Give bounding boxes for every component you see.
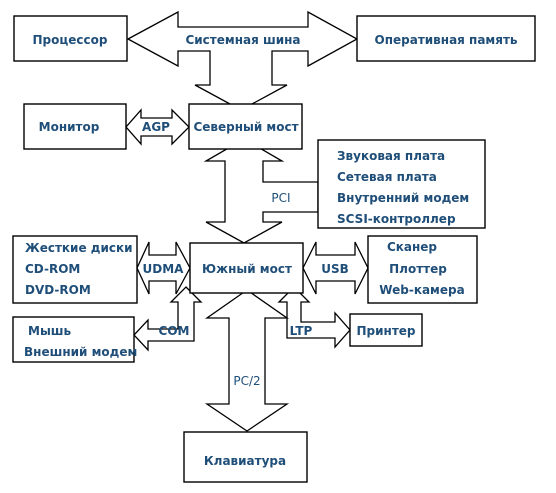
- usb-device-plotter: Плоттер: [389, 262, 447, 276]
- northbridge-label: Северный мост: [193, 120, 298, 134]
- usb-device-scanner: Сканер: [387, 240, 437, 254]
- printer-label: Принтер: [356, 324, 415, 338]
- com-arrow: [133, 286, 203, 352]
- northbridge-box: [188, 103, 303, 150]
- pci-device-network-card: Сетевая плата: [337, 170, 437, 184]
- monitor-box: [23, 103, 127, 150]
- pci-arrow: [203, 138, 319, 244]
- ram-box: [356, 15, 536, 62]
- com-devices-box: [12, 316, 135, 363]
- ps2-arrow: [204, 289, 290, 432]
- udma-label: UDMA: [143, 262, 185, 276]
- storage-box: [12, 235, 138, 304]
- southbridge-label: Южный мост: [202, 262, 292, 276]
- pci-device-scsi-controller: SCSI-контроллер: [337, 212, 456, 226]
- usb-device-webcam: Web-камера: [379, 283, 464, 297]
- system-bus-label: Системная шина: [185, 33, 300, 47]
- agp-label: AGP: [142, 120, 170, 134]
- pci-devices-box: [317, 139, 486, 229]
- cpu-label: Процессор: [33, 33, 108, 47]
- keyboard-label: Клавиатура: [204, 454, 286, 468]
- ltp-label: LTP: [290, 324, 313, 338]
- com-device-external-modem: Внешний модем: [24, 345, 137, 359]
- ltp-arrow: [277, 286, 351, 349]
- storage-hdd: Жесткие диски: [25, 241, 133, 255]
- com-label: COM: [159, 324, 190, 338]
- pci-device-sound-card: Звуковая плата: [337, 149, 445, 163]
- printer-box: [349, 313, 423, 347]
- com-device-mouse: Мышь: [28, 324, 72, 338]
- cpu-box: [13, 15, 128, 62]
- ram-label: Оперативная память: [375, 33, 518, 47]
- keyboard-box: [183, 431, 308, 483]
- southbridge-box: [189, 242, 304, 294]
- usb-devices-box: [367, 235, 478, 304]
- pci-label: PCI: [271, 191, 290, 205]
- pci-device-internal-modem: Внутренний модем: [337, 191, 469, 205]
- monitor-label: Монитор: [39, 120, 100, 134]
- storage-dvdrom: DVD-ROM: [25, 283, 91, 297]
- usb-label: USB: [321, 262, 349, 276]
- ps2-label: PC/2: [233, 374, 260, 388]
- system-bus-arrow: [126, 10, 359, 111]
- storage-cdrom: CD-ROM: [25, 262, 80, 276]
